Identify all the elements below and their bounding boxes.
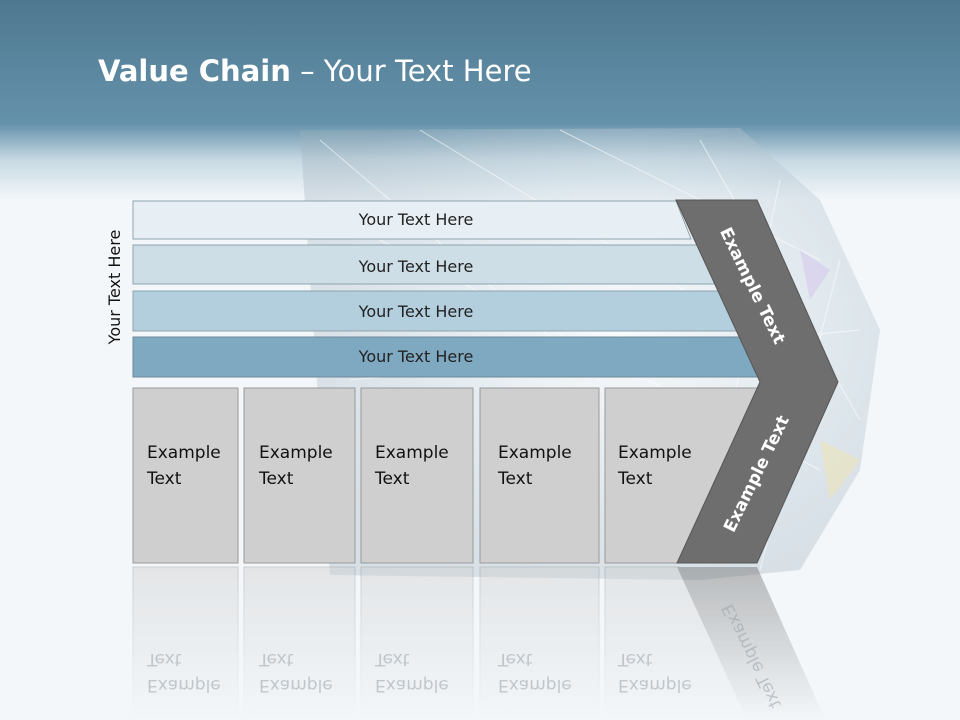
column-5-line2: Text xyxy=(617,469,653,489)
reflection-col-5-line2: Text xyxy=(617,649,653,669)
margin-chevron xyxy=(675,199,839,564)
reflection xyxy=(132,566,826,720)
reflection-col-3-line2: Text xyxy=(374,649,410,669)
row-4-label: Your Text Here xyxy=(358,347,474,366)
column-2-line2: Text xyxy=(258,469,294,489)
row-3-label: Your Text Here xyxy=(358,302,474,321)
page-title: Value Chain – Your Text Here xyxy=(98,54,532,88)
reflection-col-4-line1: Example xyxy=(498,675,572,695)
column-2-line1: Example xyxy=(259,443,333,463)
column-3 xyxy=(360,387,474,564)
column-1 xyxy=(132,387,239,564)
row-1 xyxy=(132,200,692,240)
reflection-col-2-line1: Example xyxy=(259,675,333,695)
column-5-line1: Example xyxy=(618,443,692,463)
reflection-col-1-line2: Text xyxy=(146,649,182,669)
column-4-line2: Text xyxy=(497,469,533,489)
reflection-col-2-line2: Text xyxy=(258,649,294,669)
row-2-label: Your Text Here xyxy=(358,257,474,276)
column-3-line1: Example xyxy=(375,443,449,463)
reflection-col-4-line2: Text xyxy=(497,649,533,669)
column-1-line2: Text xyxy=(146,469,182,489)
column-3-line2: Text xyxy=(374,469,410,489)
reflection-col-1-line1: Example xyxy=(147,675,221,695)
column-4 xyxy=(479,387,600,564)
row-1-label: Your Text Here xyxy=(358,210,474,229)
column-2 xyxy=(243,387,356,564)
reflection-col-5-line1: Example xyxy=(618,675,692,695)
column-1-line1: Example xyxy=(147,443,221,463)
reflection-col-3-line1: Example xyxy=(375,675,449,695)
column-4-line1: Example xyxy=(498,443,572,463)
